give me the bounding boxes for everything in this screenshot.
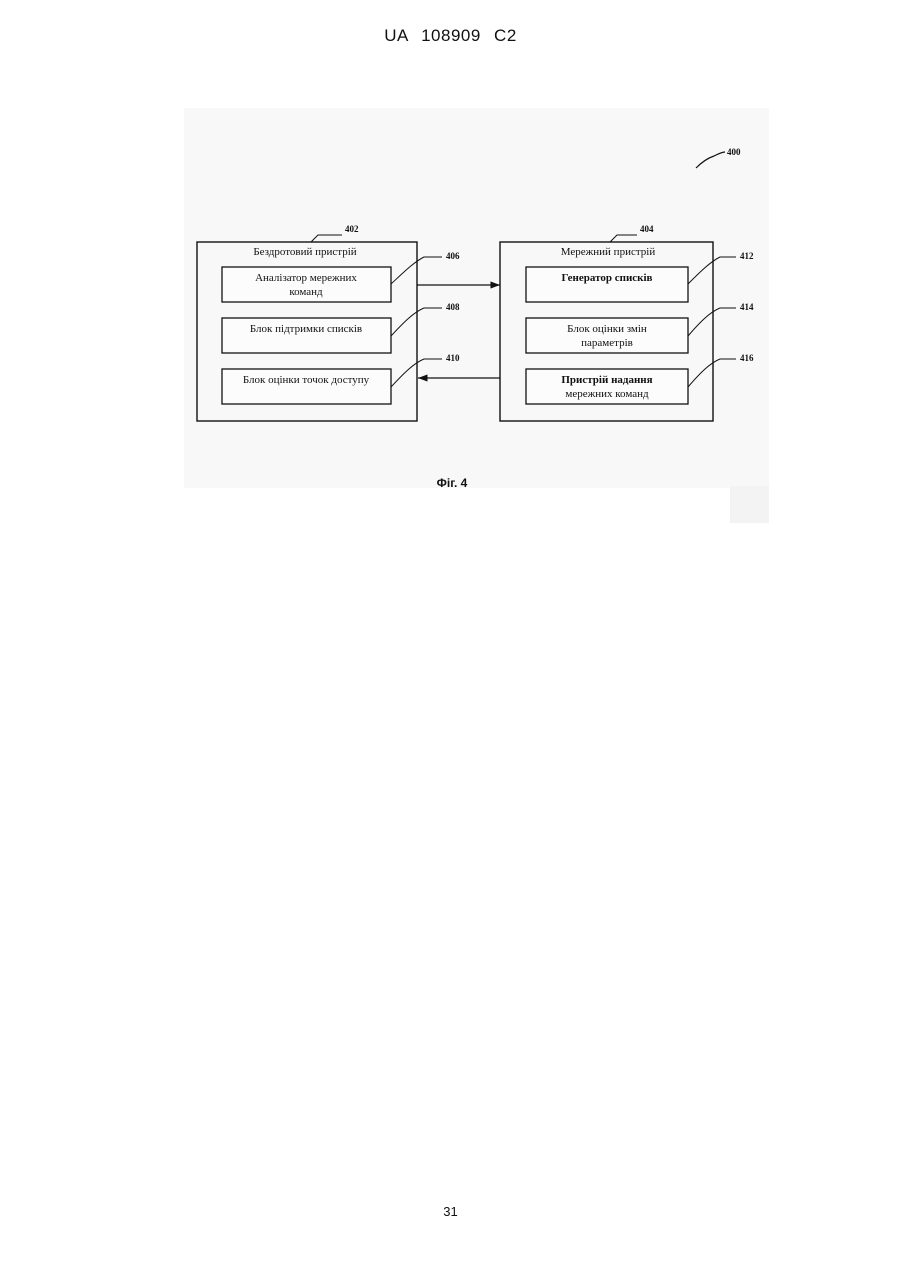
block-ref-408: 408 xyxy=(446,302,460,312)
wireless-device-title: Бездротовий пристрій xyxy=(253,246,356,258)
access-point-evaluation-block-label: Блок оцінки точок доступу xyxy=(243,374,370,386)
list-support-block-label: Блок підтримки списків xyxy=(250,323,362,335)
figure-ref-leader xyxy=(696,152,725,168)
list-generator-label: Генератор списків xyxy=(562,272,653,284)
block-ref-414: 414 xyxy=(740,302,754,312)
ref-412-leader xyxy=(688,257,736,284)
block-ref-410: 410 xyxy=(446,353,460,363)
page-number: 31 xyxy=(0,1204,901,1219)
device-ref-leader xyxy=(610,235,637,242)
block-ref-416: 416 xyxy=(740,353,754,363)
device-ref-402: 402 xyxy=(345,224,359,234)
figure-ref-400: 400 xyxy=(727,147,741,157)
network-command-analyzer-label-line2: команд xyxy=(289,286,323,298)
device-ref-404: 404 xyxy=(640,224,654,234)
ref-416-leader xyxy=(688,359,736,387)
figure-caption: Фіг. 4 xyxy=(437,476,468,490)
network-command-analyzer-label-line1: Аналізатор мережних xyxy=(255,272,357,284)
device-ref-leader xyxy=(311,235,342,242)
network-device: 404 Мережний пристрій Генератор списків … xyxy=(500,224,754,421)
parameter-change-evaluation-label-line2: параметрів xyxy=(581,337,633,349)
network-command-provider-label-line2: мережних команд xyxy=(565,388,649,400)
network-command-provider-label-line1: Пристрій надання xyxy=(561,374,652,386)
parameter-change-evaluation-label-line1: Блок оцінки змін xyxy=(567,323,647,335)
network-device-title: Мережний пристрій xyxy=(561,246,656,258)
block-ref-412: 412 xyxy=(740,251,754,261)
block-ref-406: 406 xyxy=(446,251,460,261)
wireless-device: 402 Бездротовий пристрій Аналізатор мере… xyxy=(197,224,460,421)
ref-414-leader xyxy=(688,308,736,336)
